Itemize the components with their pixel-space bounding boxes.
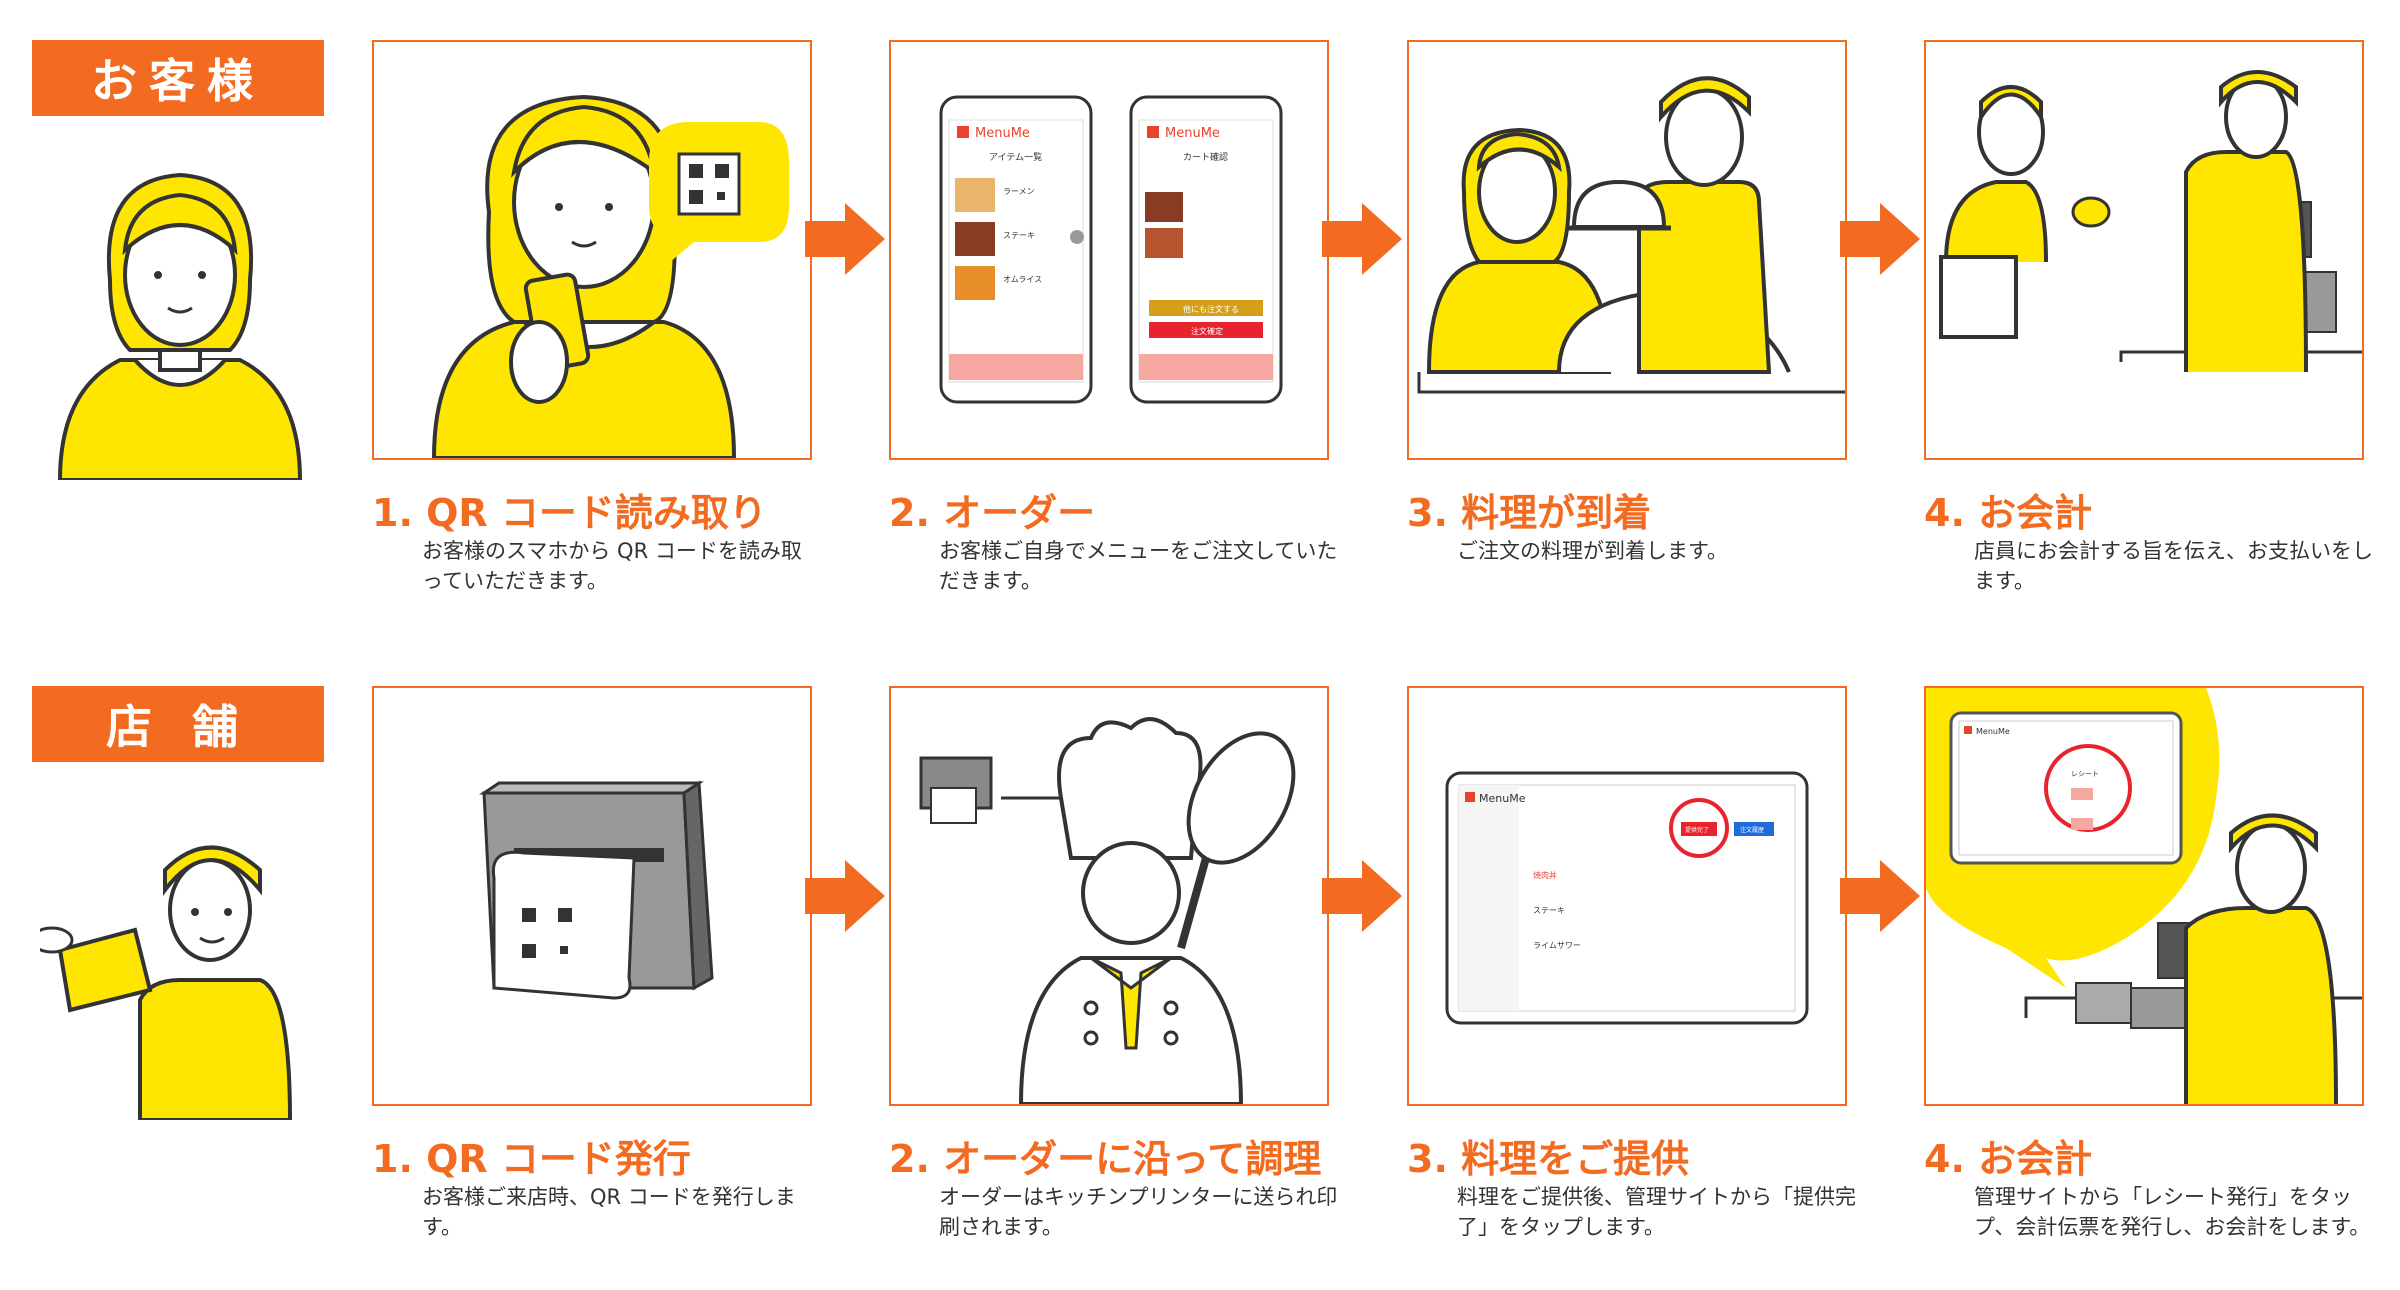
step-title: 4. お会計	[1924, 1137, 2093, 1181]
food-arrival-illustration	[1417, 76, 1845, 394]
tablet-button-2: 注文履歴	[1740, 826, 1764, 834]
arrow-right-icon	[1840, 203, 1920, 275]
step-desc: お客様ご自身でメニューをご注文していただきます。	[939, 539, 1338, 593]
arrow-right-icon	[1322, 860, 1402, 932]
tablet-item-0: 焼肉丼	[1533, 870, 1557, 880]
step-desc: 店員にお会計する旨を伝え、お支払いをします。	[1974, 539, 2373, 593]
tablet-button-1: 提供完了	[1685, 826, 1709, 834]
phone1-item-2: オムライス	[1003, 275, 1042, 284]
customer-person-illustration	[57, 172, 303, 480]
step-title: 3. 料理をご提供	[1407, 1137, 1690, 1181]
tablet-serve-illustration: MenuMe 焼肉丼 ステーキ ライムサワー 提供完了 注文履歴	[1445, 771, 1809, 1025]
store-staff-illustration	[40, 845, 293, 1120]
phone2-button-1: 他にも注文する	[1183, 304, 1239, 314]
phone1-brand: MenuMe	[975, 126, 1030, 141]
arrow-right-icon	[805, 860, 885, 932]
step-desc: 料理をご提供後、管理サイトから「提供完了」をタップします。	[1457, 1185, 1856, 1239]
tablet-item-2: ライムサワー	[1533, 941, 1581, 950]
phone2-brand: MenuMe	[1165, 126, 1220, 141]
panel-checkout: MenuMe レシート	[1924, 686, 2364, 1106]
phone2-button-2: 注文確定	[1191, 326, 1223, 336]
step-desc: ご注文の料理が到着します。	[1457, 539, 1728, 563]
step-title: 3. 料理が到着	[1407, 491, 1652, 535]
step-title: 4. お会計	[1924, 491, 2093, 535]
payment-illustration	[1939, 70, 2362, 373]
step-title: 1. QR コード発行	[372, 1137, 691, 1181]
phone1-heading: アイテム一覧	[989, 151, 1042, 163]
panel-qr-issue	[372, 686, 812, 1106]
panel-food-arrival	[1407, 40, 1847, 460]
chef-illustration	[919, 717, 1296, 1104]
step-desc: お客様のスマホから QR コードを読み取っていただきます。	[422, 539, 802, 593]
phone1-item-0: ラーメン	[1003, 187, 1035, 196]
arrow-right-icon	[805, 203, 885, 275]
step-desc: オーダーはキッチンプリンターに送られ印刷されます。	[939, 1185, 1338, 1239]
phone2-heading: カート確認	[1183, 151, 1228, 163]
arrow-right-icon	[1322, 203, 1402, 275]
step-title: 2. オーダーに沿って調理	[889, 1137, 1322, 1181]
order-phones-illustration: MenuMe アイテム一覧 ラーメン ステーキ オムライス MenuMe カート…	[939, 95, 1283, 404]
phone1-item-1: ステーキ	[1003, 231, 1035, 240]
step-title: 2. オーダー	[889, 491, 1096, 535]
qr-scan-illustration	[431, 94, 789, 458]
qr-printer-illustration	[479, 780, 714, 1000]
store-label: 店 舗	[32, 686, 324, 762]
step-desc: お客様ご来店時、QR コードを発行します。	[422, 1185, 796, 1239]
checkout-brand: MenuMe	[1976, 727, 2010, 736]
tablet-brand: MenuMe	[1479, 792, 1526, 805]
tablet-item-1: ステーキ	[1533, 906, 1565, 915]
checkout-illustration: MenuMe レシート	[1926, 688, 2362, 1104]
panel-payment	[1924, 40, 2364, 460]
panel-serve: MenuMe 焼肉丼 ステーキ ライムサワー 提供完了 注文履歴	[1407, 686, 1847, 1106]
panel-qr-scan	[372, 40, 812, 460]
customer-label: お客様	[32, 40, 324, 116]
arrow-right-icon	[1840, 860, 1920, 932]
step-title: 1. QR コード読み取り	[372, 491, 767, 535]
panel-cooking	[889, 686, 1329, 1106]
panel-order: MenuMe アイテム一覧 ラーメン ステーキ オムライス MenuMe カート…	[889, 40, 1329, 460]
checkout-receipt-label: レシート	[2071, 770, 2099, 778]
step-desc: 管理サイトから「レシート発行」をタップ、会計伝票を発行し、お会計をします。	[1974, 1185, 2371, 1239]
